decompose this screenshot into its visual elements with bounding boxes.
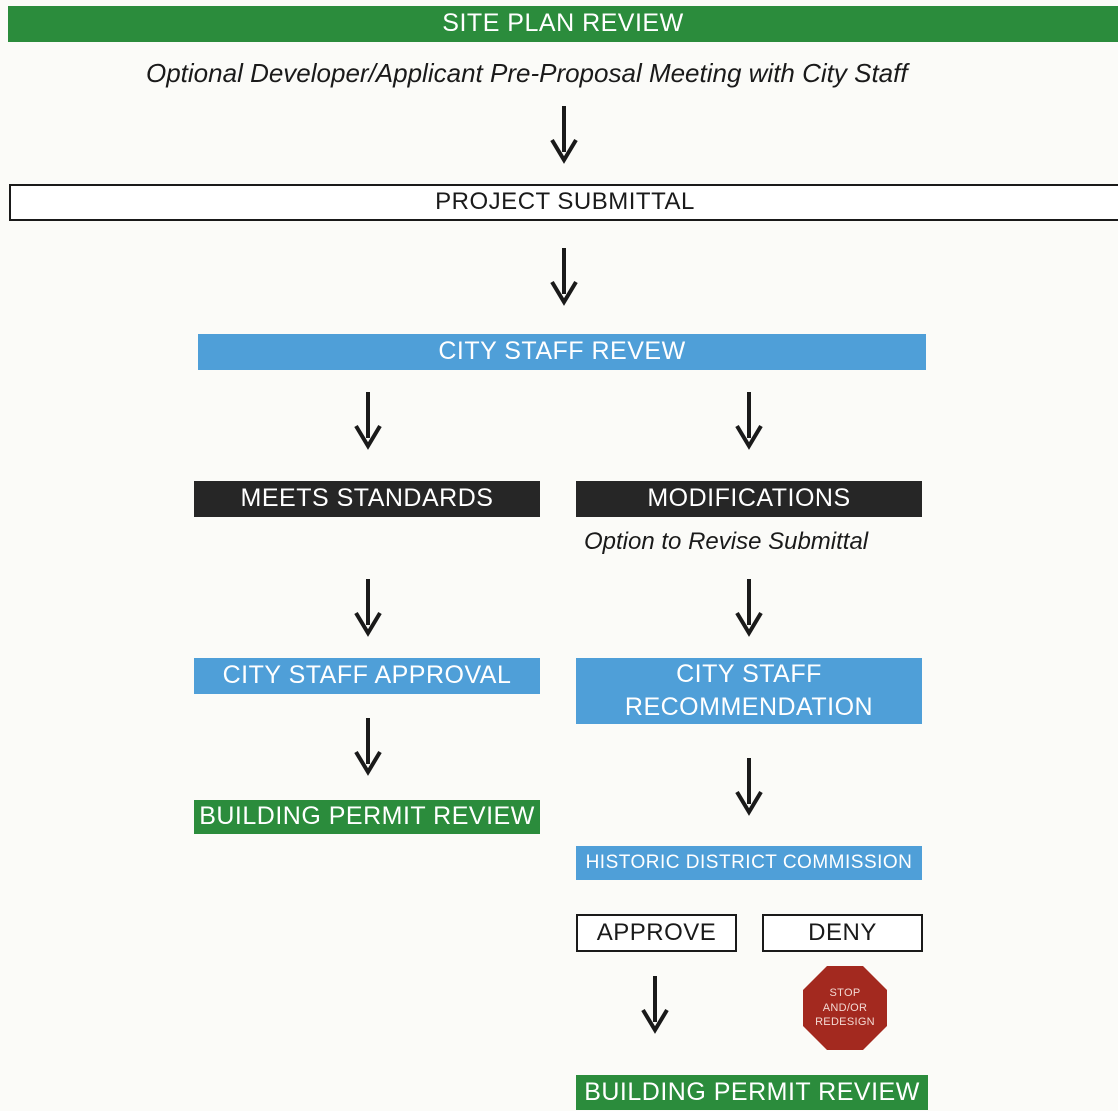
- title-site-plan-review: SITE PLAN REVIEW: [8, 6, 1118, 42]
- stop-sign-line2: AND/OR: [822, 1001, 868, 1014]
- city-staff-review-box: CITY STAFF REVEW: [198, 334, 926, 370]
- arrow-down-icon: [735, 392, 763, 450]
- historic-district-commission-label: HISTORIC DISTRICT COMMISSION: [585, 851, 913, 873]
- arrow-down-icon: [550, 248, 578, 306]
- modifications-box: MODIFICATIONS: [576, 481, 922, 517]
- arrow-down-icon: [550, 106, 578, 164]
- building-permit-review-right-label: BUILDING PERMIT REVIEW: [584, 1077, 920, 1106]
- city-staff-approval-box: CITY STAFF APPROVAL: [194, 658, 540, 694]
- modifications-label: MODIFICATIONS: [647, 484, 851, 513]
- stop-sign-icon: STOP AND/OR REDESIGN: [802, 965, 888, 1051]
- building-permit-review-right-box: BUILDING PERMIT REVIEW: [576, 1075, 928, 1110]
- project-submittal-label: PROJECT SUBMITTAL: [435, 188, 695, 216]
- city-staff-recommendation-box: CITY STAFF RECOMMENDATION: [576, 658, 922, 724]
- building-permit-review-left-label: BUILDING PERMIT REVIEW: [199, 802, 535, 831]
- pre-proposal-meeting-note: Optional Developer/Applicant Pre-Proposa…: [146, 58, 908, 88]
- deny-label: DENY: [808, 918, 877, 946]
- arrow-down-icon: [735, 579, 763, 637]
- city-staff-recommendation-line1: CITY STAFF: [676, 659, 822, 688]
- deny-box: DENY: [762, 914, 923, 952]
- meets-standards-box: MEETS STANDARDS: [194, 481, 540, 517]
- arrow-down-icon: [735, 758, 763, 816]
- city-staff-recommendation-line2: RECOMMENDATION: [624, 693, 874, 721]
- stop-sign-line1: STOP: [829, 986, 861, 999]
- arrow-down-icon: [641, 976, 669, 1034]
- building-permit-review-left-box: BUILDING PERMIT REVIEW: [194, 800, 540, 834]
- city-staff-review-label: CITY STAFF REVEW: [438, 337, 686, 366]
- arrow-down-icon: [354, 579, 382, 637]
- revise-submittal-note: Option to Revise Submittal: [584, 528, 869, 555]
- stop-sign-line3: REDESIGN: [815, 1016, 875, 1029]
- historic-district-commission-box: HISTORIC DISTRICT COMMISSION: [576, 846, 922, 880]
- meets-standards-label: MEETS STANDARDS: [240, 484, 494, 513]
- project-submittal-box: PROJECT SUBMITTAL: [9, 184, 1118, 221]
- approve-box: APPROVE: [576, 914, 737, 952]
- city-staff-approval-label: CITY STAFF APPROVAL: [222, 661, 512, 690]
- arrow-down-icon: [354, 392, 382, 450]
- title-text: SITE PLAN REVIEW: [442, 9, 684, 38]
- arrow-down-icon: [354, 718, 382, 776]
- approve-label: APPROVE: [596, 918, 717, 946]
